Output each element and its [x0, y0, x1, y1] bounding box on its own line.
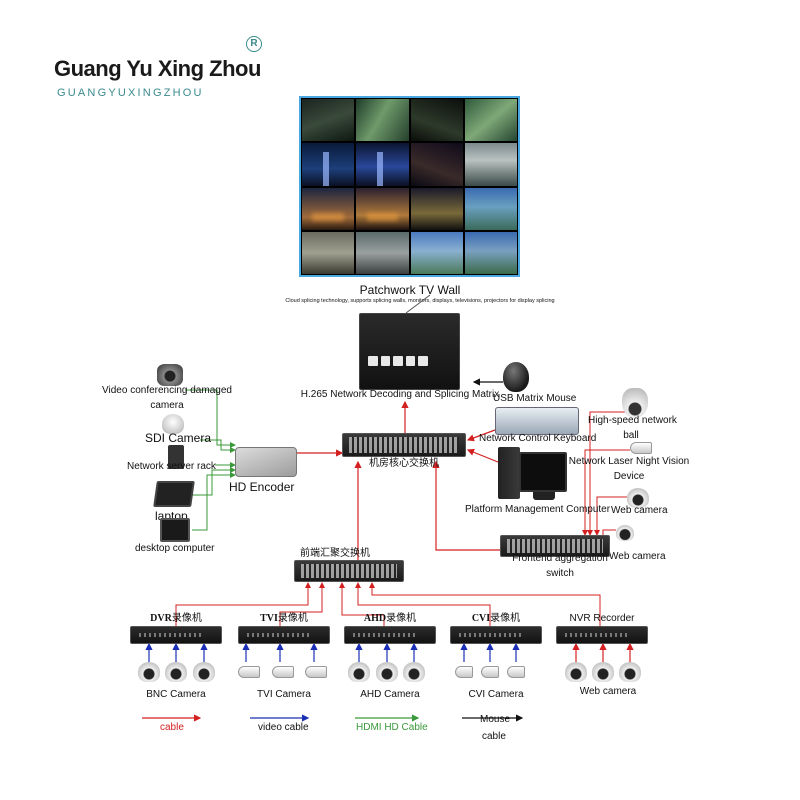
recorder-prefix: CVI — [471, 613, 491, 624]
ptz-camera-icon — [622, 388, 648, 418]
agg-switch-label-2: switch — [546, 568, 574, 579]
ahd-camera-icon — [376, 662, 398, 682]
ptz-label-1: High-speed network — [588, 415, 677, 426]
video-conf-label-1: Video conferencing damaged — [102, 385, 232, 396]
decoding-matrix — [359, 313, 460, 390]
tv-wall-image — [299, 96, 520, 277]
web-camera-icon — [592, 662, 614, 682]
matrix-label: H.265 Network Decoding and Splicing Matr… — [300, 389, 500, 400]
cvi-camera-label: CVI Camera — [468, 689, 524, 700]
bnc-camera-label: BNC Camera — [146, 689, 206, 700]
web-camera-icon — [627, 488, 649, 508]
recorder-suffix: 录像机 — [277, 613, 308, 624]
tv-wall-title: Patchwork TV Wall — [359, 283, 461, 297]
bnc-camera-icon — [138, 662, 160, 682]
frontend-switch — [294, 560, 404, 582]
brand-subtitle: GUANGYUXINGZHOU — [57, 87, 204, 99]
ptz-label-2: ball — [623, 430, 639, 441]
usb-mouse-icon — [503, 362, 529, 392]
video-conf-label-2: camera — [150, 400, 184, 411]
ahd-camera-icon — [403, 662, 425, 682]
computer-tower-icon — [498, 447, 520, 499]
hd-encoder-label: HD Encoder — [229, 480, 295, 494]
sdi-camera-label: SDI Camera — [145, 431, 212, 445]
recorder-prefix: DVR — [150, 613, 172, 624]
recorder-prefix: AHD — [363, 613, 387, 624]
registered-mark-icon: R — [246, 36, 262, 52]
web-camera-icon — [619, 662, 641, 682]
recorder-suffix: 录像机 — [386, 613, 417, 624]
recorder-prefix: TVI — [260, 613, 278, 624]
sdi-camera-icon — [162, 414, 184, 434]
legend-hdmi-label: HDMI HD Cable — [356, 722, 428, 733]
recorder-suffix: 录像机 — [171, 613, 202, 624]
brand-name: Guang Yu Xing Zhou — [54, 56, 261, 81]
aggregation-switch — [500, 535, 610, 557]
recorder-suffix: 录像机 — [490, 613, 521, 624]
core-switch-label: 机房核心交换机 — [369, 458, 439, 469]
bnc-camera-icon — [165, 662, 187, 682]
tvi-camera-icon — [238, 666, 260, 678]
bnc-camera-icon — [193, 662, 215, 682]
cvi-camera-icon — [455, 666, 473, 678]
core-switch — [342, 433, 466, 457]
laser-camera-icon — [630, 442, 652, 454]
legend-video-cable-label: video cable — [258, 722, 309, 733]
web-camera-icon — [565, 662, 587, 682]
desktop-computer-label: desktop computer — [135, 543, 215, 554]
laser-label-2: Device — [613, 471, 645, 482]
web-camera-label-2: Web camera — [609, 551, 666, 562]
network-keyboard-label: Network Control Keyboard — [479, 433, 597, 444]
platform-computer-label: Platform Management Computer — [465, 504, 611, 515]
monitor-stand — [533, 492, 555, 500]
legend-cable-label: cable — [160, 722, 184, 733]
cvi-camera-icon — [481, 666, 499, 678]
tvi-camera-label: TVI Camera — [257, 689, 311, 700]
web-camera-label-1: Web camera — [611, 505, 668, 516]
usb-mouse-label: USB Matrix Mouse — [493, 393, 577, 404]
legend-mouse-label-1: Mouse — [480, 714, 511, 725]
desktop-computer-icon — [160, 518, 190, 542]
legend-mouse-label-2: cable — [482, 731, 506, 742]
server-rack-label: Network server rack — [127, 461, 216, 472]
laptop-icon — [153, 481, 195, 507]
ahd-camera-label: AHD Camera — [360, 689, 420, 700]
network-keyboard-icon — [495, 407, 579, 435]
laser-label-1: Network Laser Night Vision — [568, 456, 690, 467]
nvr-camera-label: Web camera — [579, 686, 637, 697]
tv-wall-description: Cloud splicing technology, supports spli… — [285, 298, 555, 304]
agg-switch-label-1: Frontend aggregation — [512, 553, 608, 564]
tvi-camera-icon — [272, 666, 294, 678]
server-rack-icon — [168, 445, 184, 469]
monitor-icon — [519, 452, 567, 492]
web-camera-icon — [616, 525, 634, 541]
recorder-prefix: NVR Recorder — [569, 613, 635, 624]
cvi-camera-icon — [507, 666, 525, 678]
front-switch-label: 前端汇聚交换机 — [300, 548, 370, 559]
ahd-camera-icon — [348, 662, 370, 682]
tvi-camera-icon — [305, 666, 327, 678]
hd-encoder — [235, 447, 297, 477]
video-conference-camera-icon — [157, 364, 183, 386]
